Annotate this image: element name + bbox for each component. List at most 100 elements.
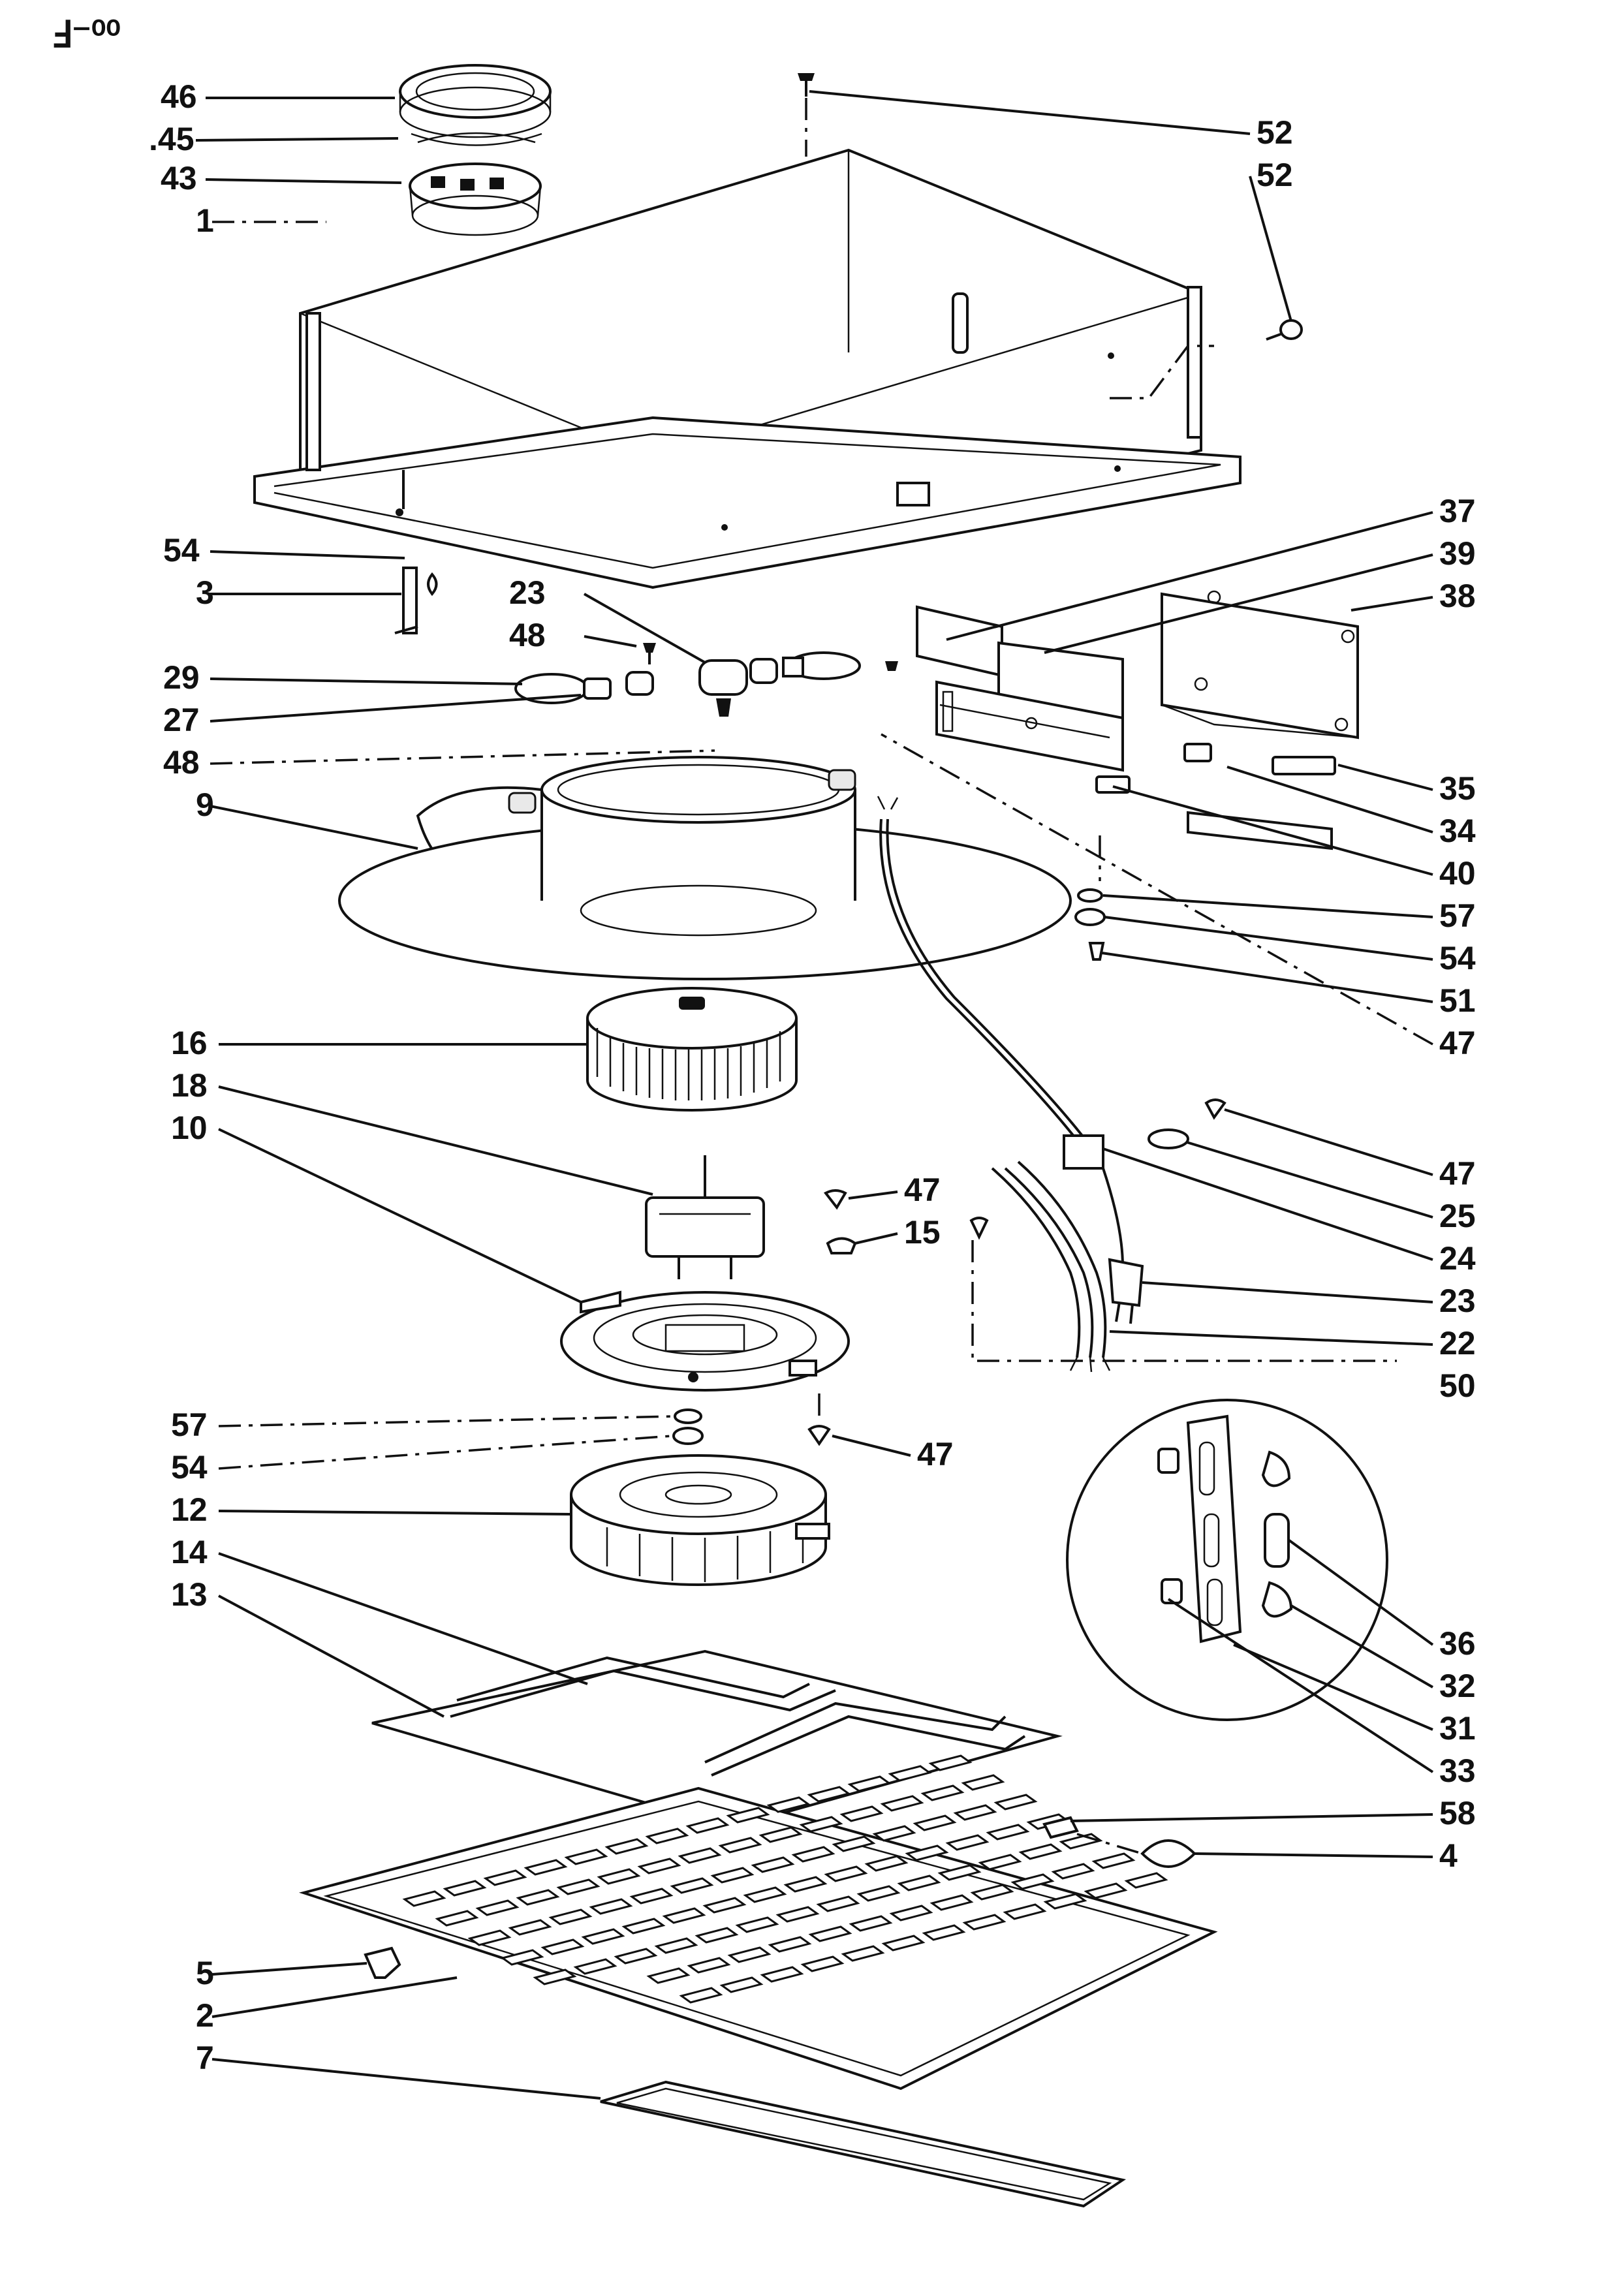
leader-line [218, 1510, 572, 1516]
label-16: 16 [171, 1025, 208, 1061]
grille-cell [962, 1914, 1007, 1931]
grille-cell [1043, 1893, 1087, 1910]
label-38: 38 [1439, 578, 1476, 614]
label-23-left: 23 [509, 574, 546, 611]
grille-cell [508, 1919, 552, 1936]
label-47-right-b: 47 [1439, 1155, 1476, 1192]
grille-cell [880, 1795, 924, 1812]
grille-cell [637, 1858, 681, 1875]
leader-line [218, 1128, 582, 1303]
leader-line [1102, 1147, 1433, 1261]
label-45: .45 [149, 121, 195, 157]
leader-line [1142, 1281, 1433, 1303]
grille-cell [718, 1837, 762, 1854]
leader-line [1337, 764, 1433, 791]
label-51: 51 [1439, 982, 1476, 1019]
grille-cell [735, 1916, 779, 1933]
grille-cell [743, 1886, 787, 1903]
leader-line [1290, 1604, 1433, 1688]
labels-left: 46 .45 43 1 54 3 23 48 29 27 48 9 16 18 … [149, 78, 941, 2076]
leader-line [1112, 785, 1433, 876]
grille-cell [841, 1945, 885, 1962]
grille-cell [581, 1928, 625, 1945]
label-14: 14 [171, 1534, 208, 1570]
grille-cell [839, 1805, 884, 1822]
grille-cell [1003, 1903, 1047, 1920]
label-33: 33 [1439, 1752, 1476, 1789]
label-40: 40 [1439, 855, 1476, 892]
leader-line [584, 635, 637, 647]
grille-cell [881, 1935, 926, 1952]
label-58: 58 [1439, 1795, 1476, 1831]
grille-cell [929, 1894, 974, 1911]
leader-line [211, 2058, 601, 2100]
leader-line [1226, 766, 1433, 833]
grille-cell [443, 1880, 487, 1897]
leader-line [1044, 553, 1433, 654]
grille-cell [1018, 1843, 1063, 1860]
label-47-right-a: 47 [1439, 1025, 1476, 1061]
clip-5 [364, 1946, 401, 1979]
label-15: 15 [904, 1214, 941, 1251]
grille-cell [533, 1968, 577, 1985]
label-57-right: 57 [1439, 897, 1476, 934]
bracket-3 [394, 567, 438, 634]
grille-cell [621, 1918, 666, 1935]
label-27: 27 [163, 702, 200, 738]
leader-line [218, 1595, 445, 1718]
label-23-right: 23 [1439, 1283, 1476, 1319]
grille-cell [816, 1895, 860, 1912]
leader-line [1109, 1330, 1433, 1346]
grille-cell [897, 1875, 941, 1891]
label-52-top: 52 [1257, 114, 1293, 151]
leader-line [832, 1435, 911, 1457]
grille-cell [824, 1865, 868, 1882]
grille-cell [654, 1937, 698, 1954]
detail-circle [1066, 1399, 1388, 1721]
label-36: 36 [1439, 1625, 1476, 1662]
leader-line [848, 1190, 898, 1200]
motor-plate [560, 1290, 850, 1392]
label-54-left: 54 [163, 532, 200, 568]
label-24: 24 [1439, 1240, 1476, 1277]
grille-cell [791, 1846, 835, 1863]
grille-cell [937, 1864, 982, 1881]
control-box-37-39 [916, 605, 1124, 772]
label-5: 5 [196, 1955, 214, 1991]
label-22: 22 [1439, 1325, 1476, 1361]
leader-line [854, 1232, 898, 1245]
label-34: 34 [1439, 813, 1476, 849]
grille-cell [645, 1828, 689, 1844]
leader-line [205, 178, 402, 184]
label-35: 35 [1439, 770, 1476, 807]
label-29: 29 [163, 659, 200, 696]
leader-line [1288, 1539, 1434, 1646]
grille-cell [402, 1890, 446, 1907]
grille-cell [710, 1867, 755, 1884]
label-13: 13 [171, 1576, 208, 1613]
leader-line [1249, 176, 1292, 322]
label-46: 46 [161, 78, 197, 115]
grille-cell [685, 1817, 730, 1834]
grille-cell [670, 1877, 714, 1894]
leader-line [881, 733, 1433, 1046]
grille-cell [540, 1938, 585, 1955]
leader-line [1167, 1598, 1434, 1773]
grille-cell [970, 1884, 1014, 1901]
grille-cell [808, 1925, 852, 1942]
grille-cell [695, 1927, 739, 1944]
leader-line [584, 593, 706, 664]
grille-cell [758, 1826, 803, 1843]
grille-cell [847, 1775, 892, 1792]
label-54-bottom-left: 54 [171, 1449, 208, 1486]
front-grille-panel [298, 1754, 1218, 2208]
grille-cell [768, 1936, 812, 1953]
grille-cell [614, 1948, 658, 1965]
label-37: 37 [1439, 493, 1476, 529]
grille-cell [889, 1905, 933, 1921]
label-47-lower: 47 [917, 1436, 954, 1472]
grille-cell [922, 1924, 966, 1941]
grille-cell [888, 1765, 932, 1782]
grille-cell [986, 1824, 1030, 1841]
